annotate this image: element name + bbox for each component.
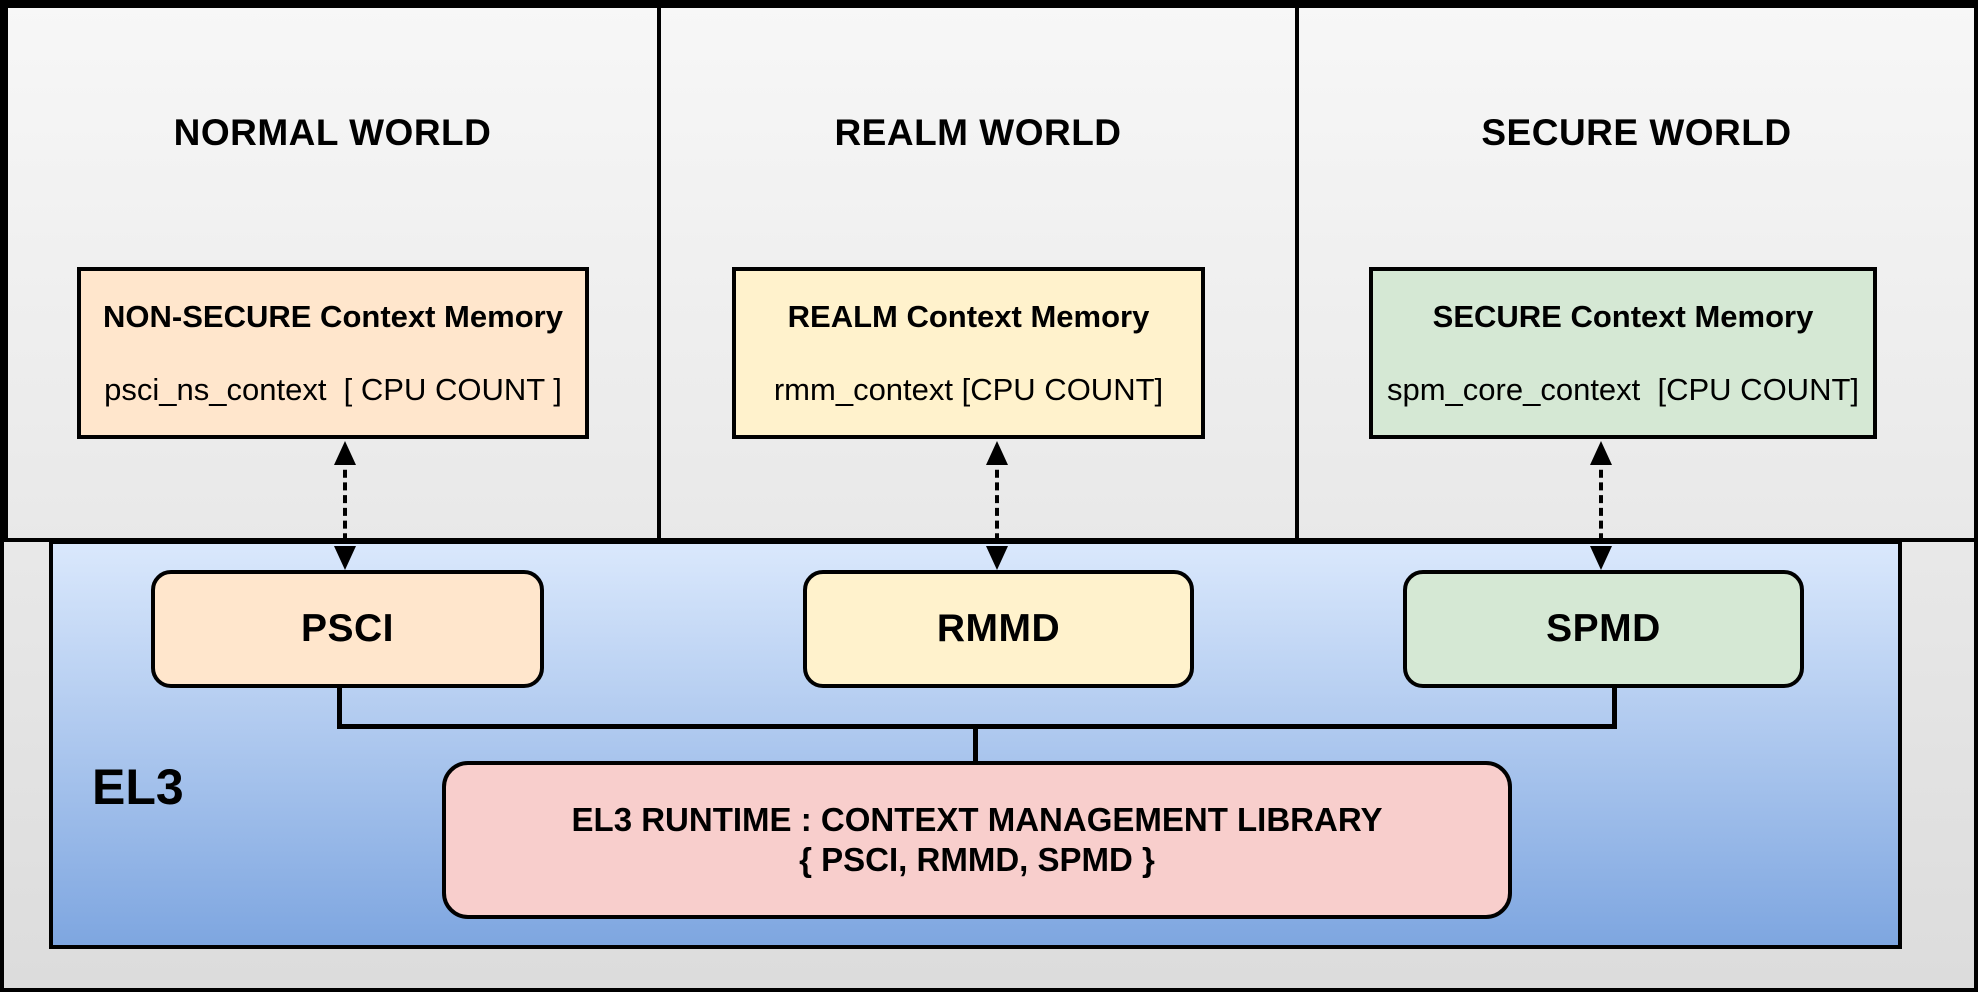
connector-runtime-drop: [973, 728, 978, 763]
rmmd-box: RMMD: [803, 570, 1194, 688]
realm-context-memory-title: REALM Context Memory: [787, 298, 1150, 334]
secure-world-title: SECURE WORLD: [1481, 112, 1792, 153]
el3-runtime-line1: EL3 RUNTIME : CONTEXT MANAGEMENT LIBRARY: [571, 801, 1383, 838]
connector-spmd-drop: [1612, 687, 1617, 726]
el3-label: EL3: [92, 759, 184, 815]
connector-bus-line: [337, 724, 1617, 729]
arrowhead-up-icon: [986, 441, 1008, 465]
panel-secure-world: SECURE WORLD SECURE Context Memory spm_c…: [1295, 4, 1974, 542]
arrowhead-down-icon: [986, 546, 1008, 570]
spmd-label: SPMD: [1546, 607, 1661, 650]
nonsecure-context-memory-title: NON-SECURE Context Memory: [103, 298, 563, 334]
arrowhead-up-icon: [1590, 441, 1612, 465]
arrowhead-up-icon: [334, 441, 356, 465]
el3-runtime-library-box: EL3 RUNTIME : CONTEXT MANAGEMENT LIBRARY…: [442, 761, 1512, 919]
secure-context-memory-subtext: spm_core_context [CPU COUNT]: [1386, 371, 1860, 407]
arrowhead-down-icon: [1590, 546, 1612, 570]
arrow-realm-memory-rmmd: [986, 441, 1008, 570]
el3-box: EL3 PSCI RMMD SPMD EL3 RUNTIME : CONTEXT…: [49, 540, 1902, 949]
psci-box: PSCI: [151, 570, 544, 688]
el3-runtime-line2: { PSCI, RMMD, SPMD }: [799, 841, 1155, 878]
connector-psci-drop: [337, 688, 342, 726]
dashed-line: [1599, 457, 1603, 554]
panel-realm-world: REALM WORLD REALM Context Memory rmm_con…: [657, 4, 1299, 542]
nonsecure-context-memory-box: NON-SECURE Context Memory psci_ns_contex…: [77, 267, 589, 439]
panel-normal-world: NORMAL WORLD NON-SECURE Context Memory p…: [4, 4, 661, 542]
nonsecure-context-memory-subtext: psci_ns_context [ CPU COUNT ]: [104, 371, 562, 407]
realm-context-memory-box: REALM Context Memory rmm_context [CPU CO…: [732, 267, 1205, 439]
arrow-secure-memory-spmd: [1590, 441, 1612, 570]
secure-context-memory-title: SECURE Context Memory: [1432, 298, 1814, 334]
arrowhead-down-icon: [334, 546, 356, 570]
secure-context-memory-box: SECURE Context Memory spm_core_context […: [1369, 267, 1877, 439]
realm-world-title: REALM WORLD: [834, 112, 1122, 153]
dashed-line: [995, 457, 999, 554]
psci-label: PSCI: [300, 607, 395, 650]
dashed-line: [343, 457, 347, 554]
realm-context-memory-subtext: rmm_context [CPU COUNT]: [773, 371, 1164, 407]
rmmd-label: RMMD: [936, 607, 1061, 650]
spmd-box: SPMD: [1403, 570, 1804, 688]
arrow-nonsecure-memory-psci: [334, 441, 356, 570]
normal-world-title: NORMAL WORLD: [173, 112, 492, 153]
